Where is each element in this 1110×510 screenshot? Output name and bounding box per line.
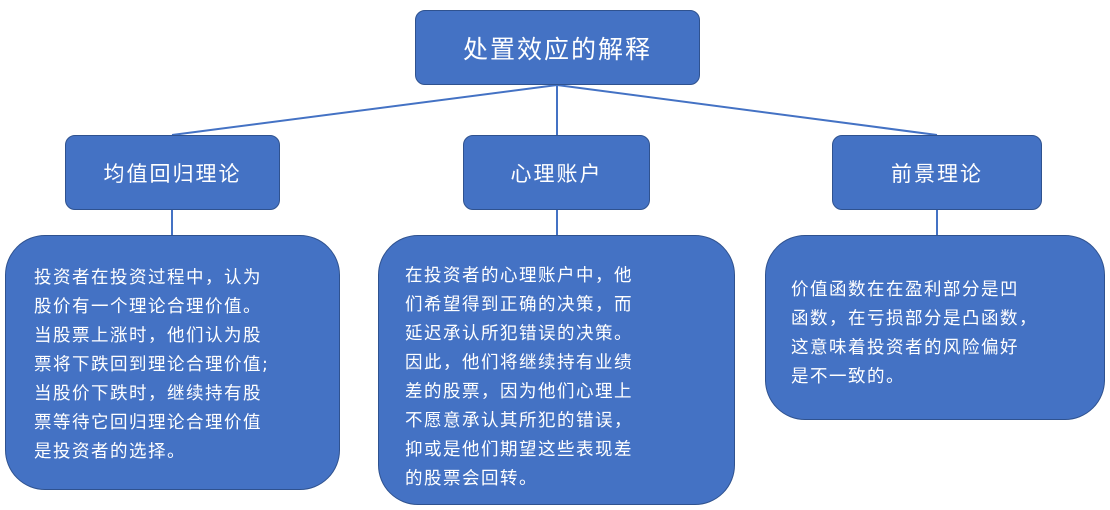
node-label: 心理账户: [510, 161, 603, 186]
root-label: 处置效应的解释: [462, 34, 652, 64]
detail-mean-reversion: 投资者在投资过程中，认为 股价有一个理论合理价值。 当股票上涨时，他们认为股 票…: [5, 235, 340, 490]
connector-root-right: [556, 84, 938, 136]
detail-mental-accounting: 在投资者的心理账户中，他 们希望得到正确的决策，而 延迟承认所犯错误的决策。 因…: [378, 235, 735, 505]
node-label: 前景理论: [891, 161, 983, 186]
detail-text: 在投资者的心理账户中，他 们希望得到正确的决策，而 延迟承认所犯错误的决策。 因…: [405, 266, 633, 489]
node-prospect-theory: 前景理论: [832, 135, 1042, 210]
detail-prospect-theory: 价值函数在在盈利部分是凹 函数，在亏损部分是凸函数， 这意味着投资者的风险偏好 …: [765, 235, 1105, 420]
detail-text: 价值函数在在盈利部分是凹 函数，在亏损部分是凸函数， 这意味着投资者的风险偏好 …: [791, 280, 1038, 387]
node-label: 均值回归理论: [103, 161, 242, 186]
root-node: 处置效应的解释: [415, 10, 700, 85]
node-mental-accounting: 心理账户: [463, 135, 650, 210]
detail-text: 投资者在投资过程中，认为 股价有一个理论合理价值。 当股票上涨时，他们认为股 票…: [34, 268, 270, 462]
connector-root-left: [171, 84, 558, 136]
node-mean-reversion: 均值回归理论: [65, 135, 280, 210]
